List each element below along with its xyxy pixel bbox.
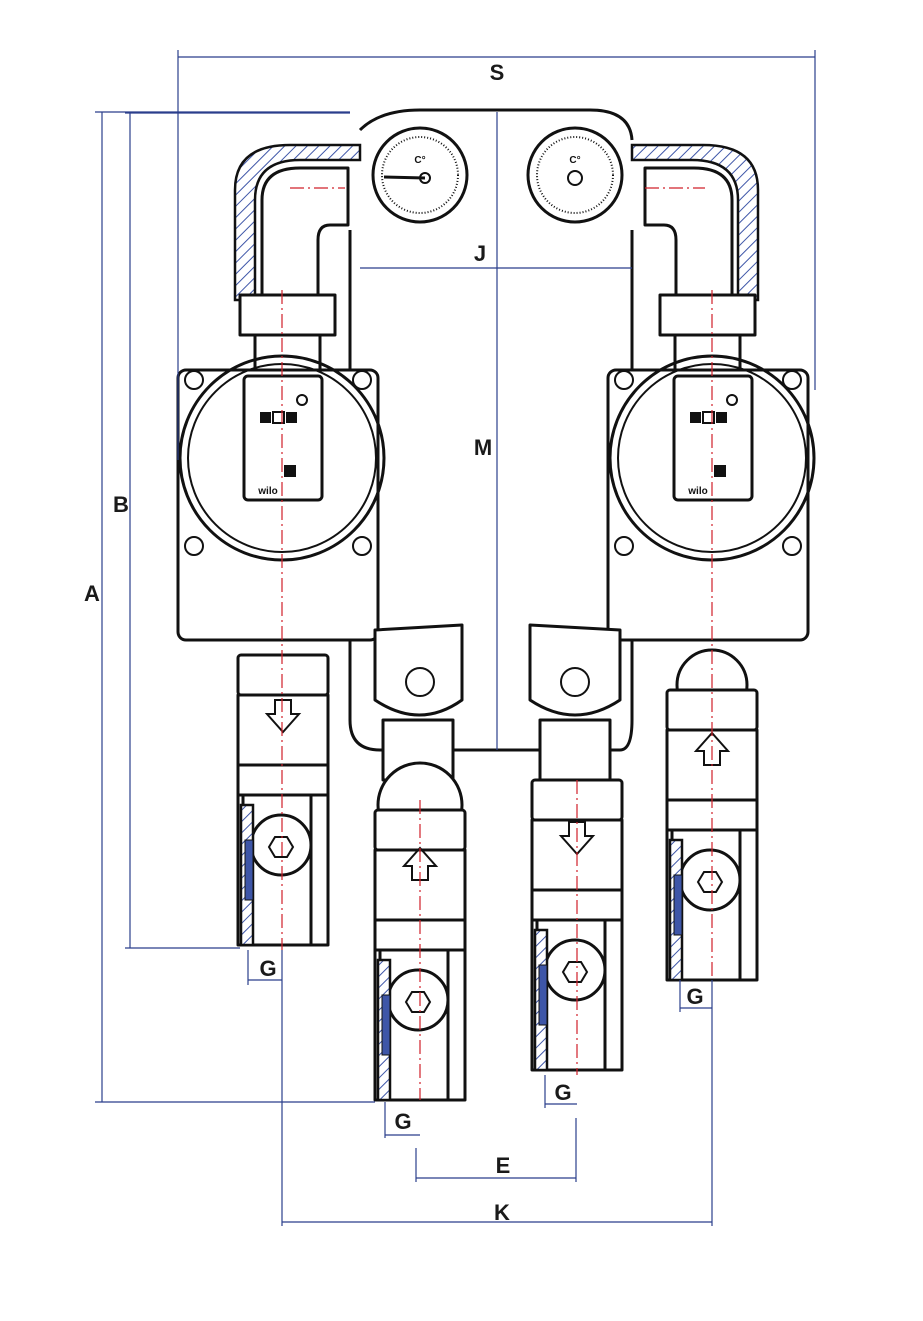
- right-elbow: [630, 143, 760, 302]
- left-thermometer-gauge: C°: [371, 126, 469, 224]
- gauge-unit: C°: [569, 155, 580, 166]
- dimension-label-s: S: [490, 60, 505, 85]
- dimension-label-e: E: [496, 1153, 511, 1178]
- pump-brand-logo: wilo: [257, 486, 277, 497]
- right-circulator-pump: wilo: [606, 354, 816, 642]
- right-thermometer-gauge: C°: [526, 126, 624, 224]
- dimension-lines: [95, 50, 816, 1226]
- dimension-label-g: G: [394, 1109, 411, 1134]
- left-inner-ball-valve: [373, 623, 467, 1102]
- dimension-label-g: G: [686, 984, 703, 1009]
- right-inner-ball-valve: [528, 623, 624, 1072]
- gauge-unit: C°: [414, 155, 425, 166]
- left-outer-ball-valve: [236, 653, 330, 947]
- dimension-label-g: G: [554, 1080, 571, 1105]
- dimension-label-g: G: [259, 956, 276, 981]
- center-axes: [281, 187, 713, 1100]
- dimension-label-b: B: [113, 492, 129, 517]
- collector-frame: [348, 230, 634, 752]
- pump-brand-logo: wilo: [687, 486, 707, 497]
- left-circulator-pump: wilo: [176, 354, 386, 642]
- dimension-label-m: M: [474, 435, 492, 460]
- left-union-nut: [238, 293, 337, 337]
- right-union-nut: [658, 293, 757, 337]
- left-elbow: [233, 143, 362, 302]
- dimension-label-j: J: [474, 241, 486, 266]
- dimension-label-k: K: [494, 1200, 510, 1225]
- dimension-label-a: A: [84, 581, 100, 606]
